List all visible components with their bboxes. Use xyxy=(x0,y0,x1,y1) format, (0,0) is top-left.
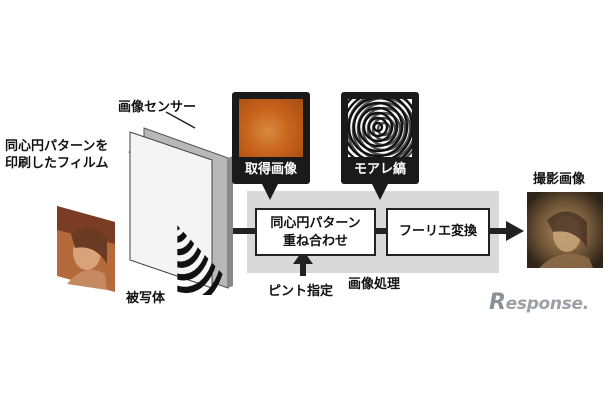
response-watermark: Response. xyxy=(489,290,589,315)
sensor-film-assembly xyxy=(129,127,233,295)
focus-label: ピント指定 xyxy=(268,284,334,299)
arrow-head-focus xyxy=(293,250,313,264)
film-label-line2: 印刷したフィルム xyxy=(5,156,109,171)
captured-image xyxy=(527,192,603,268)
callout-acquired xyxy=(262,184,278,200)
watermark-text: esponse. xyxy=(505,294,590,314)
sensor-leader xyxy=(165,111,196,129)
overlay-label-line1: 同心円パターン xyxy=(270,216,361,231)
fourier-process-box: フーリエ変換 xyxy=(386,208,490,256)
callout-moire xyxy=(372,184,388,200)
acquired-image-panel: 取得画像 xyxy=(232,92,310,184)
watermark-initial: R xyxy=(489,290,506,315)
film-label-line1: 同心円パターンを xyxy=(5,139,109,154)
moire-panel: モアレ縞 xyxy=(341,92,419,184)
overlay-label-line2: 重ね合わせ xyxy=(282,234,348,249)
image-processing-label: 画像処理 xyxy=(348,277,401,292)
image-sensor-label: 画像センサー xyxy=(118,100,197,115)
arrow-head-output xyxy=(506,221,524,241)
acquired-image-thumbnail xyxy=(239,99,303,157)
captured-image-label: 撮影画像 xyxy=(533,172,586,187)
acquired-image-label: 取得画像 xyxy=(232,158,310,182)
moire-thumbnail xyxy=(348,99,412,157)
subject-image xyxy=(57,206,115,292)
moire-label: モアレ縞 xyxy=(341,158,419,182)
overlay-process-box: 同心円パターン 重ね合わせ xyxy=(255,208,376,256)
film-label: 同心円パターンを 印刷したフィルム xyxy=(5,138,108,172)
subject-label: 被写体 xyxy=(126,291,166,306)
